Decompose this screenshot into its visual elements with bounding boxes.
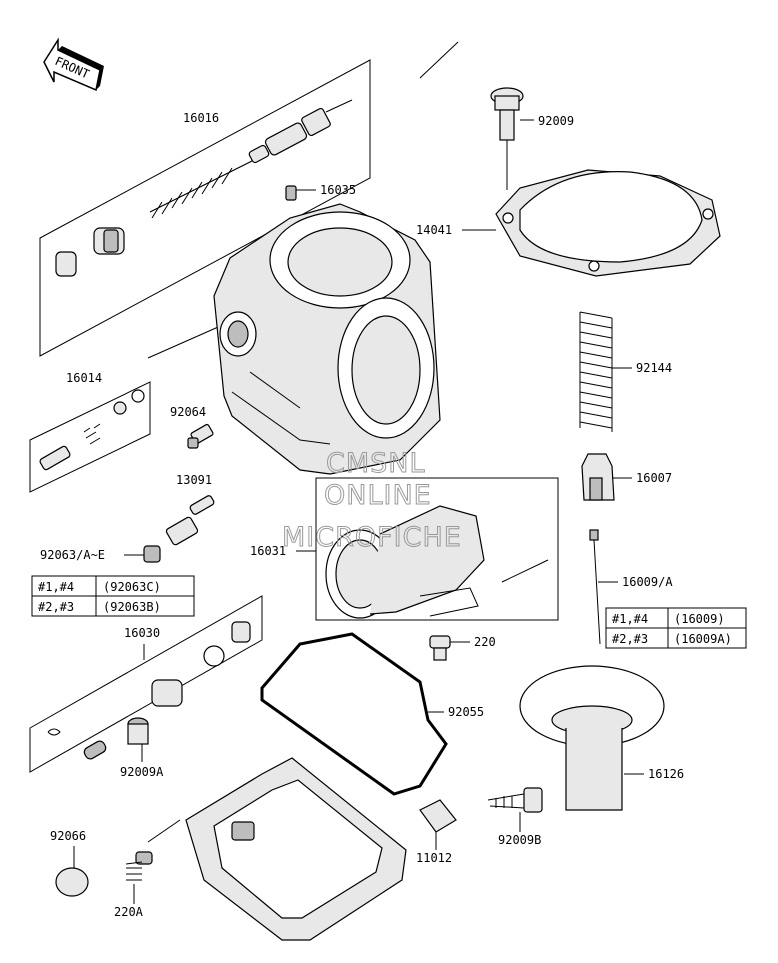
part-14041-top-cover <box>495 169 721 277</box>
part-11012-cap <box>419 799 457 833</box>
part-92063-main-jet <box>143 545 161 563</box>
part-92066-plug <box>55 867 89 897</box>
part-92009A-screw <box>127 717 149 745</box>
callout-16009: 16009/A <box>622 575 673 589</box>
table-left-row1-pos: #1,#4 <box>38 580 74 594</box>
callout-92009: 92009 <box>538 114 574 128</box>
part-16030-kit <box>47 621 251 760</box>
callout-16014: 16014 <box>66 371 102 385</box>
part-16126-vacuum-piston <box>519 665 665 811</box>
table-right-row1-pos: #1,#4 <box>612 612 648 626</box>
table-left-row2-part: (92063B) <box>103 600 161 614</box>
box-16031 <box>315 477 559 621</box>
panel-16030 <box>29 595 263 773</box>
table-right-row1-part: (16009) <box>674 612 725 626</box>
callout-92144: 92144 <box>636 361 672 375</box>
callout-220A: 220A <box>114 905 144 919</box>
part-92064-jet <box>187 423 214 449</box>
table-right-row2-pos: #2,#3 <box>612 632 648 646</box>
front-arrow-icon <box>43 37 104 92</box>
part-92009B-screw <box>487 787 543 813</box>
callout-16016: 16016 <box>183 111 219 125</box>
part-16016-needle-assembly <box>55 99 353 277</box>
callout-92009B: 92009B <box>498 833 541 847</box>
part-92144-spring <box>579 311 613 432</box>
callout-11012: 11012 <box>416 851 452 865</box>
watermark-line-2: ONLINE <box>324 480 432 511</box>
watermark-line-3: MICROFICHE <box>282 522 462 553</box>
callout-92009A: 92009A <box>120 765 164 779</box>
table-16009-variants <box>605 607 747 649</box>
part-16014-pilot-screw <box>39 389 145 471</box>
callout-92066: 92066 <box>50 829 86 843</box>
table-left-row2-pos: #2,#3 <box>38 600 74 614</box>
callout-92064: 92064 <box>170 405 206 419</box>
part-16007-needle-holder <box>581 453 615 501</box>
part-16035 <box>285 185 297 201</box>
callout-92055: 92055 <box>448 705 484 719</box>
panel-16014 <box>29 381 151 493</box>
part-92055-gasket <box>260 632 448 796</box>
watermark-line-1: CMSNL <box>326 448 426 479</box>
part-16009-jet-needle <box>589 529 601 645</box>
table-left-row1-part: (92063C) <box>103 580 161 594</box>
part-220-screw <box>429 635 451 661</box>
callout-16007: 16007 <box>636 471 672 485</box>
table-92063-variants <box>31 575 195 617</box>
part-carburetor-body <box>213 203 441 475</box>
callout-220: 220 <box>474 635 496 649</box>
panel-16016 <box>39 59 371 357</box>
part-13091-needle-jet <box>165 495 215 546</box>
table-right-row2-part: (16009A) <box>674 632 732 646</box>
callout-16031: 16031 <box>250 544 286 558</box>
callout-13091: 13091 <box>176 473 212 487</box>
part-92009-screw <box>490 87 534 141</box>
part-16031-throttle-body <box>325 505 549 619</box>
part-220A-screw <box>125 851 153 881</box>
callout-16030: 16030 <box>124 626 160 640</box>
part-float-bowl <box>185 757 407 941</box>
callout-92063: 92063/A~E <box>40 548 105 562</box>
callout-16126: 16126 <box>648 767 684 781</box>
callout-16035: 16035 <box>320 183 356 197</box>
callout-14041: 14041 <box>416 223 452 237</box>
